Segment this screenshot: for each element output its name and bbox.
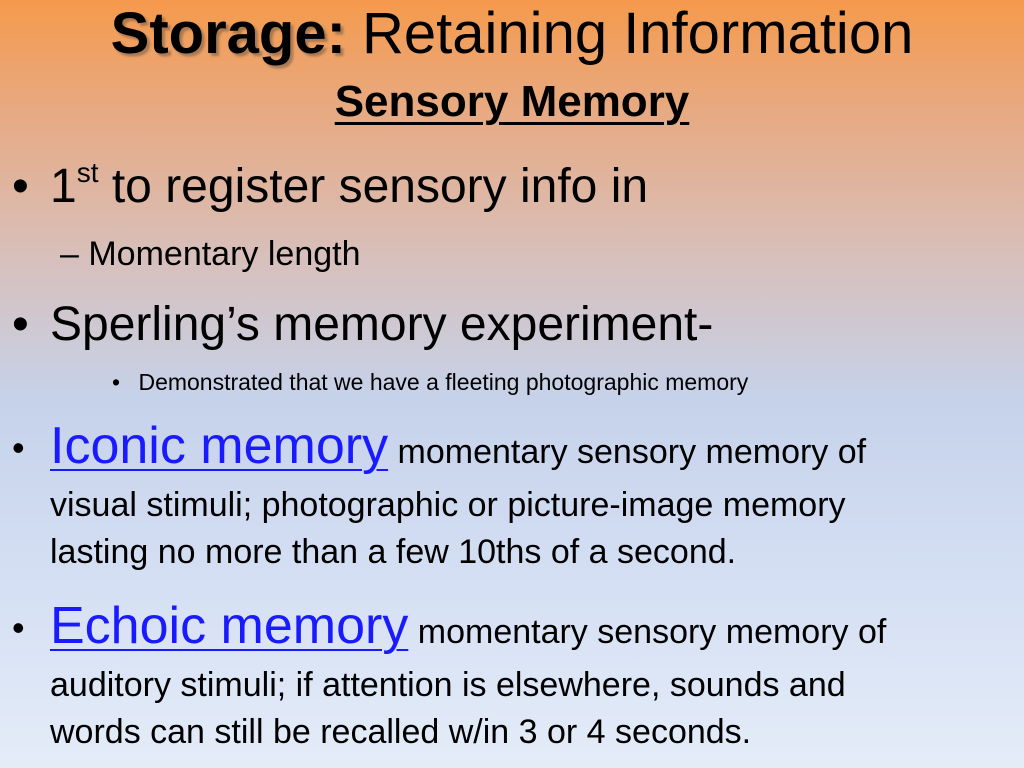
sub-bullet-demonstrated-text: Demonstrated that we have a fleeting pho…: [138, 369, 749, 395]
bullet-echoic-memory-body: Echoic memory momentary sensory memory o…: [50, 596, 1012, 756]
sub-bullet-momentary-length-text: – Momentary length: [60, 235, 361, 273]
bullet-first-register-text: 1st to register sensory info in: [50, 157, 649, 214]
iconic-line-3: lasting no more than a few 10ths of a se…: [50, 533, 737, 571]
bullet-dot: •: [12, 427, 25, 468]
ordinal-number: 1: [50, 160, 77, 213]
bullet-first-register-rest: to register sensory info in: [98, 160, 649, 213]
slide-title: Storage: Retaining Information: [0, 2, 1024, 66]
echoic-line-2: auditory stimuli; if attention is elsewh…: [50, 666, 846, 704]
bullet-echoic-memory: • Echoic memory momentary sensory memory…: [12, 596, 1012, 756]
bullet-sperling: • Sperling’s memory experiment-: [12, 298, 713, 352]
bullet-iconic-memory-body: Iconic memory momentary sensory memory o…: [50, 416, 1012, 576]
slide-subtitle: Sensory Memory: [0, 74, 1024, 130]
title-bold-word: Storage:: [110, 1, 346, 66]
echoic-line-1: Echoic memory momentary sensory memory o…: [50, 596, 1012, 662]
sub-bullet-momentary-length: – Momentary length: [60, 234, 361, 274]
subtitle-text: Sensory Memory: [334, 77, 690, 126]
iconic-line-1-text: momentary sensory memory of: [388, 433, 867, 471]
title-rest: Retaining Information: [345, 1, 914, 66]
bullet-sperling-text: Sperling’s memory experiment-: [50, 298, 714, 351]
echoic-memory-link[interactable]: Echoic memory: [50, 597, 409, 655]
echoic-line-3: words can still be recalled w/in 3 or 4 …: [50, 713, 752, 751]
bullet-dot: •: [12, 160, 29, 213]
iconic-line-2: visual stimuli; photographic or picture-…: [50, 486, 846, 524]
sub-bullet-demonstrated: • Demonstrated that we have a fleeting p…: [112, 368, 748, 396]
bullet-dot: •: [12, 607, 25, 648]
iconic-line-1: Iconic memory momentary sensory memory o…: [50, 416, 1012, 482]
bullet-dot: •: [12, 298, 29, 351]
echoic-line-1-text: momentary sensory memory of: [408, 613, 887, 651]
bullet-iconic-memory: • Iconic memory momentary sensory memory…: [12, 416, 1012, 576]
bullet-first-register: • 1st to register sensory info in: [12, 157, 649, 214]
bullet-dot-small: •: [112, 369, 121, 395]
iconic-memory-link[interactable]: Iconic memory: [50, 417, 389, 475]
ordinal-suffix: st: [76, 157, 99, 188]
